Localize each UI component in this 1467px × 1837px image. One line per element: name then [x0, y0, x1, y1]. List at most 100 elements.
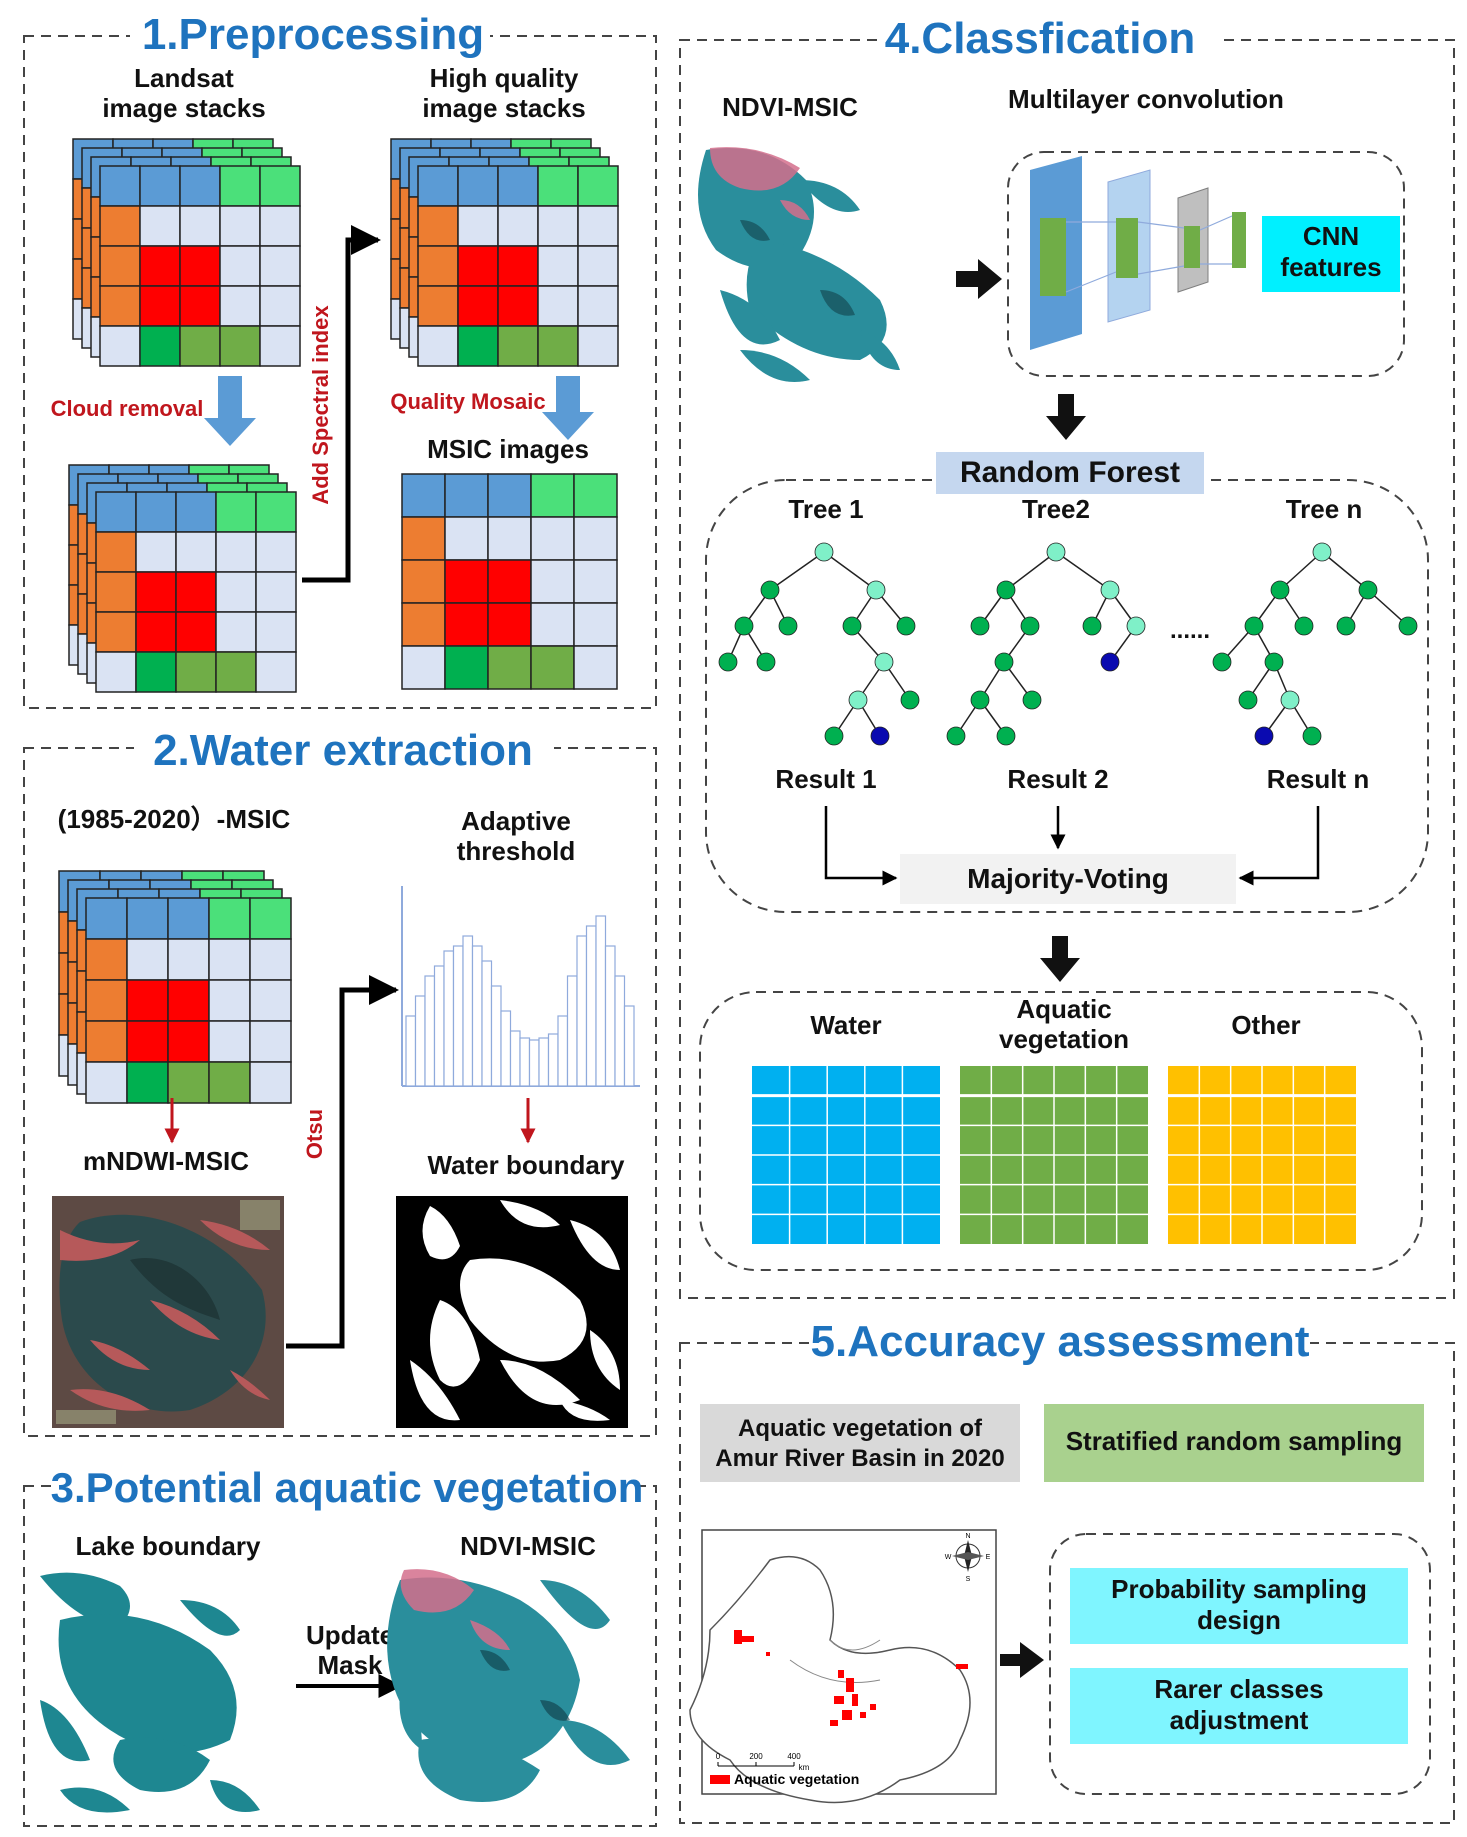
grid-cell — [255, 531, 297, 573]
tree-node — [1270, 580, 1290, 600]
tree-node — [1302, 726, 1322, 746]
preprocessing-title: 1.Preprocessing — [142, 10, 484, 59]
potential-aquatic-title: 3.Potential aquatic vegetation — [51, 1464, 644, 1511]
msic-images-label: MSIC images — [427, 434, 589, 464]
add-spectral-index-arrow — [302, 225, 381, 583]
grid-cell — [208, 1020, 251, 1063]
grid-cell — [179, 205, 221, 247]
grid-cell — [255, 491, 297, 533]
grid-cell — [215, 651, 257, 693]
msic-image-grid — [401, 473, 618, 690]
grid-cell — [577, 205, 619, 247]
probability-line2: design — [1197, 1605, 1281, 1635]
grid-cell — [577, 245, 619, 287]
tree-node — [870, 726, 890, 746]
grid-cell — [95, 491, 137, 533]
grid-cell — [208, 979, 251, 1022]
grid-cell — [208, 1061, 251, 1104]
histogram-bar — [538, 1037, 550, 1087]
tree-edge — [1321, 551, 1369, 591]
hq-label-line2: image stacks — [422, 93, 585, 123]
grid-cell — [259, 205, 301, 247]
legend-swatch — [710, 1775, 730, 1784]
rf-to-classes-arrow — [1040, 936, 1080, 982]
tree-edge — [1055, 551, 1111, 591]
grid-cell — [444, 559, 489, 604]
tree-node — [896, 616, 916, 636]
hq-label-line1: High quality — [430, 63, 579, 93]
grid-cell — [537, 205, 579, 247]
multilayer-label: Multilayer convolution — [1008, 84, 1284, 114]
grid-cell — [95, 531, 137, 573]
cnn-frame — [1007, 151, 1405, 377]
cnn-label-line1: CNN — [1303, 221, 1359, 251]
grid-cell — [487, 516, 532, 561]
lake-boundary-label: Lake boundary — [76, 1531, 261, 1561]
map-to-design-arrow — [1000, 1642, 1044, 1678]
grid-cell — [259, 165, 301, 207]
compass-s: S — [966, 1576, 971, 1583]
tree-node — [1046, 542, 1066, 562]
histogram-bar — [509, 1030, 521, 1087]
grid-cell — [167, 897, 210, 940]
grid-cell — [444, 473, 489, 518]
ndvi-msic-class-label: NDVI-MSIC — [722, 92, 858, 122]
grid-cell — [573, 602, 618, 647]
grid-cell — [249, 897, 292, 940]
cnn-to-rf-arrow — [1046, 394, 1086, 440]
grid-cell — [401, 473, 446, 518]
grid-cell — [457, 245, 499, 287]
add-spectral-index-label: Add Spectral index — [308, 305, 333, 505]
grid-cell — [219, 325, 261, 367]
grid-cell — [167, 1061, 210, 1104]
grid-cell — [417, 165, 459, 207]
grid-cell — [95, 611, 137, 653]
tree-node — [1020, 616, 1040, 636]
grid-cell — [249, 1061, 292, 1104]
grid-cell — [167, 1020, 210, 1063]
tree-2-label: Tree2 — [1022, 494, 1090, 524]
histogram-bar — [519, 1037, 531, 1087]
result-n-label: Result n — [1267, 764, 1370, 794]
grid-cell — [126, 938, 169, 981]
histogram-bar — [490, 985, 502, 1087]
histogram-bar — [528, 1039, 540, 1087]
grid-cell — [401, 602, 446, 647]
grid-cell — [249, 938, 292, 981]
msic-range-label: (1985-2020）-MSIC — [58, 804, 291, 834]
grid-cell — [401, 559, 446, 604]
class-water-label: Water — [810, 1010, 881, 1040]
grid-cell — [487, 473, 532, 518]
grid-cell — [457, 325, 499, 367]
random-forest-header — [936, 452, 1204, 494]
histogram-bar — [481, 960, 493, 1087]
grid-cell — [179, 245, 221, 287]
tree-node — [1022, 690, 1042, 710]
tree-node — [1280, 690, 1300, 710]
ndvi-to-cnn-arrow — [956, 259, 1002, 299]
histogram-bar — [500, 1010, 512, 1087]
cnn-features-box — [1262, 216, 1400, 292]
majority-voting-label: Majority-Voting — [967, 863, 1169, 894]
grid-cell — [126, 1020, 169, 1063]
grid-cell — [530, 473, 575, 518]
tree-node — [946, 726, 966, 746]
histogram-bar — [433, 965, 445, 1087]
tree-node — [1238, 690, 1258, 710]
grid-cell — [573, 645, 618, 690]
cnn-layers — [1030, 156, 1246, 350]
tree-node — [778, 616, 798, 636]
grid-cell — [85, 1020, 128, 1063]
grid-cell — [126, 979, 169, 1022]
grid-cell — [444, 602, 489, 647]
class-aquatic-label-line2: vegetation — [999, 1024, 1129, 1054]
accuracy-frame — [679, 1342, 1455, 1824]
tree-node — [1264, 652, 1284, 672]
tree-node — [1398, 616, 1418, 636]
grid-cell — [99, 205, 141, 247]
cloud-removal-label: Cloud removal — [51, 396, 204, 421]
grid-cell — [249, 1020, 292, 1063]
tree-node — [900, 690, 920, 710]
adaptive-label-line1: Adaptive — [461, 806, 571, 836]
aquatic-2020-box — [700, 1404, 1020, 1482]
